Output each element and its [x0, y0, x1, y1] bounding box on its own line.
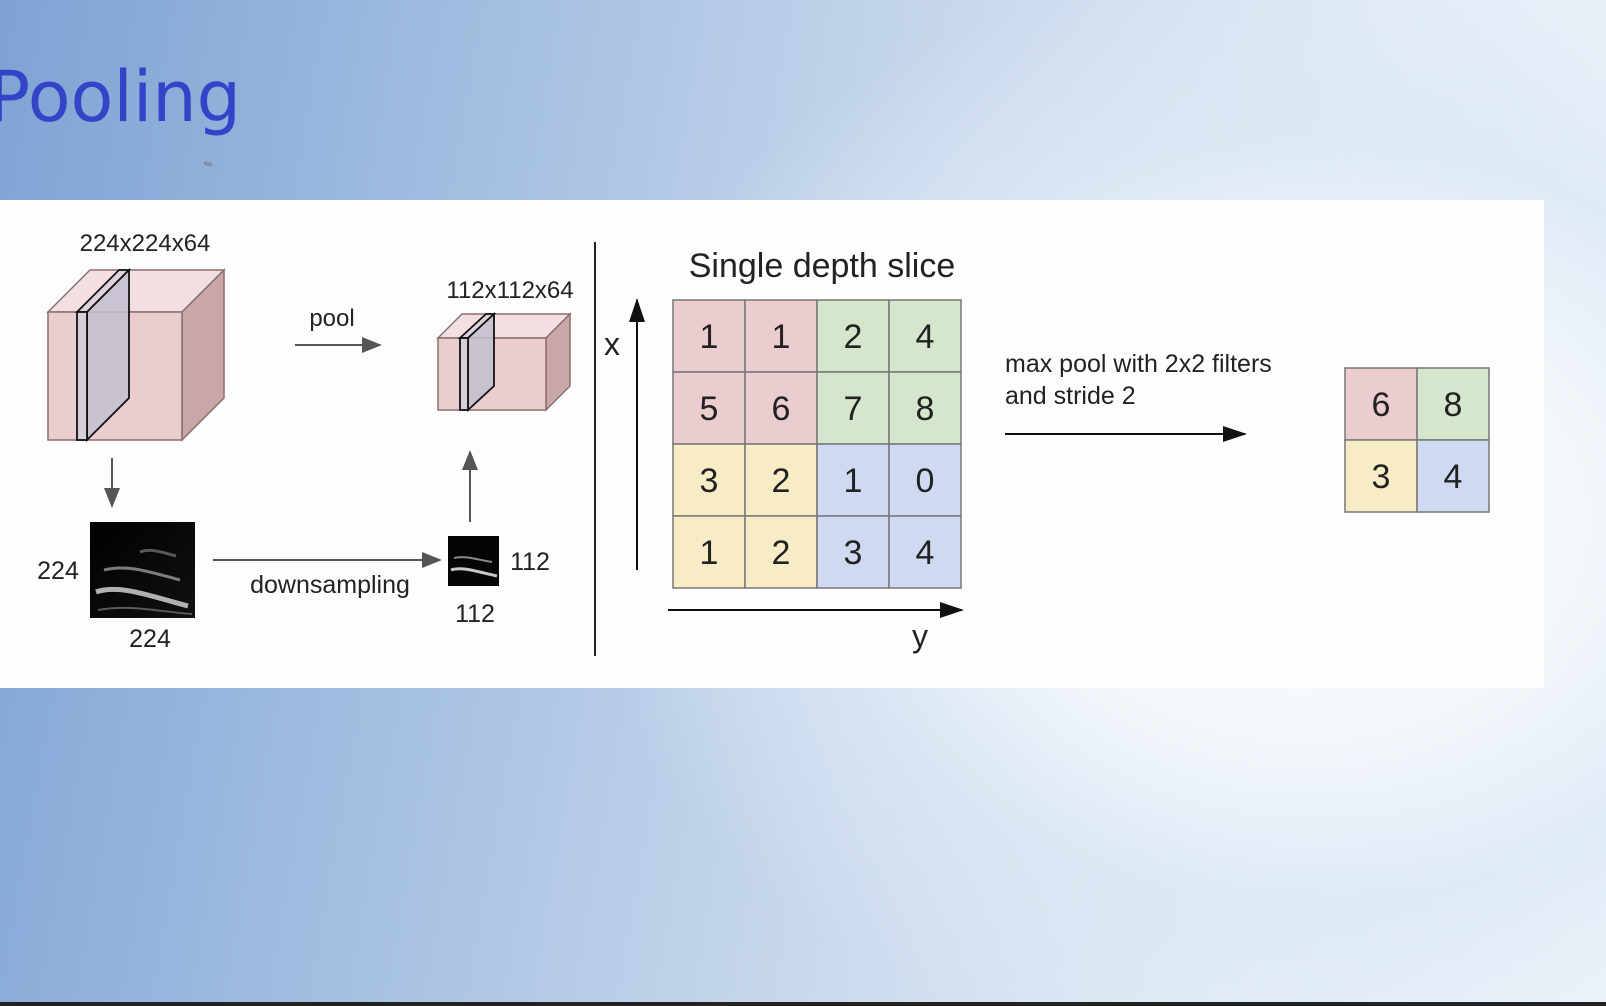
grid-cell [1416, 439, 1490, 513]
pooling-diagram-svg: 224x224x64 pool 112x112x64 224 [37, 230, 1490, 656]
grid-cell-value: 8 [1444, 386, 1463, 424]
pooling-figure: 224x224x64 pool 112x112x64 224 [0, 200, 1544, 688]
slide-title: Pooling [0, 56, 242, 138]
grid-cell-value: 4 [1444, 458, 1463, 496]
pen-cursor-icon: ✎ [201, 157, 216, 173]
grid-cell-value: 2 [772, 462, 791, 500]
output-volume-label: 112x112x64 [446, 277, 573, 304]
grid-cell-value: 1 [700, 534, 719, 572]
grid-cell-value: 8 [916, 390, 935, 428]
output-image-height-label: 112 [510, 548, 550, 576]
grid-cell-value: 2 [844, 318, 863, 356]
y-axis-label: y [912, 618, 928, 654]
operation-label-line1: max pool with 2x2 filters [1005, 350, 1272, 378]
bottom-border [0, 1002, 1606, 1006]
grid-cell-value: 4 [916, 318, 935, 356]
output-image-width-label: 112 [455, 600, 495, 628]
grid-cell-value: 6 [772, 390, 791, 428]
grid-cell-value: 7 [844, 390, 863, 428]
grid-cell-value: 2 [772, 534, 791, 572]
grid-cell [816, 299, 890, 373]
input-volume-cube [46, 267, 226, 443]
grid-cell-value: 0 [916, 462, 935, 500]
grid-cell-value: 1 [844, 462, 863, 500]
grid-cell-value: 3 [1372, 458, 1391, 496]
grid-cell-value: 3 [700, 462, 719, 500]
slice-title: Single depth slice [689, 247, 956, 285]
x-axis-label: x [604, 326, 620, 362]
grid-cell [888, 515, 962, 589]
input-volume-label: 224x224x64 [80, 230, 211, 257]
grid-cell-value: 1 [772, 318, 791, 356]
grid-cell-value: 3 [844, 534, 863, 572]
output-volume-cube [436, 311, 572, 413]
input-image-width-label: 224 [129, 625, 171, 653]
pool-label: pool [309, 305, 354, 332]
grid-cell [672, 443, 746, 517]
downsampling-label: downsampling [250, 571, 410, 599]
output-grid: 6 8 3 4 [1344, 367, 1490, 513]
grid-cell-value: 1 [700, 318, 719, 356]
input-grid: 1 1 2 4 5 6 7 8 3 2 1 0 1 2 3 4 [672, 299, 962, 589]
input-image-height-label: 224 [37, 557, 79, 585]
grid-cell [1416, 367, 1490, 441]
output-feature-image [448, 536, 499, 586]
grid-cell-value: 5 [700, 390, 719, 428]
grid-cell-value: 4 [916, 534, 935, 572]
input-feature-image [90, 522, 195, 618]
grid-cell [816, 371, 890, 445]
grid-cell [672, 371, 746, 445]
grid-cell [672, 515, 746, 589]
grid-cell [816, 443, 890, 517]
grid-cell-value: 6 [1372, 386, 1391, 424]
grid-cell [888, 371, 962, 445]
grid-cell [888, 299, 962, 373]
grid-cell [744, 371, 818, 445]
grid-cell [816, 515, 890, 589]
grid-cell [1344, 439, 1418, 513]
operation-label-line2: and stride 2 [1005, 382, 1136, 410]
grid-cell [1344, 367, 1418, 441]
grid-cell [744, 515, 818, 589]
